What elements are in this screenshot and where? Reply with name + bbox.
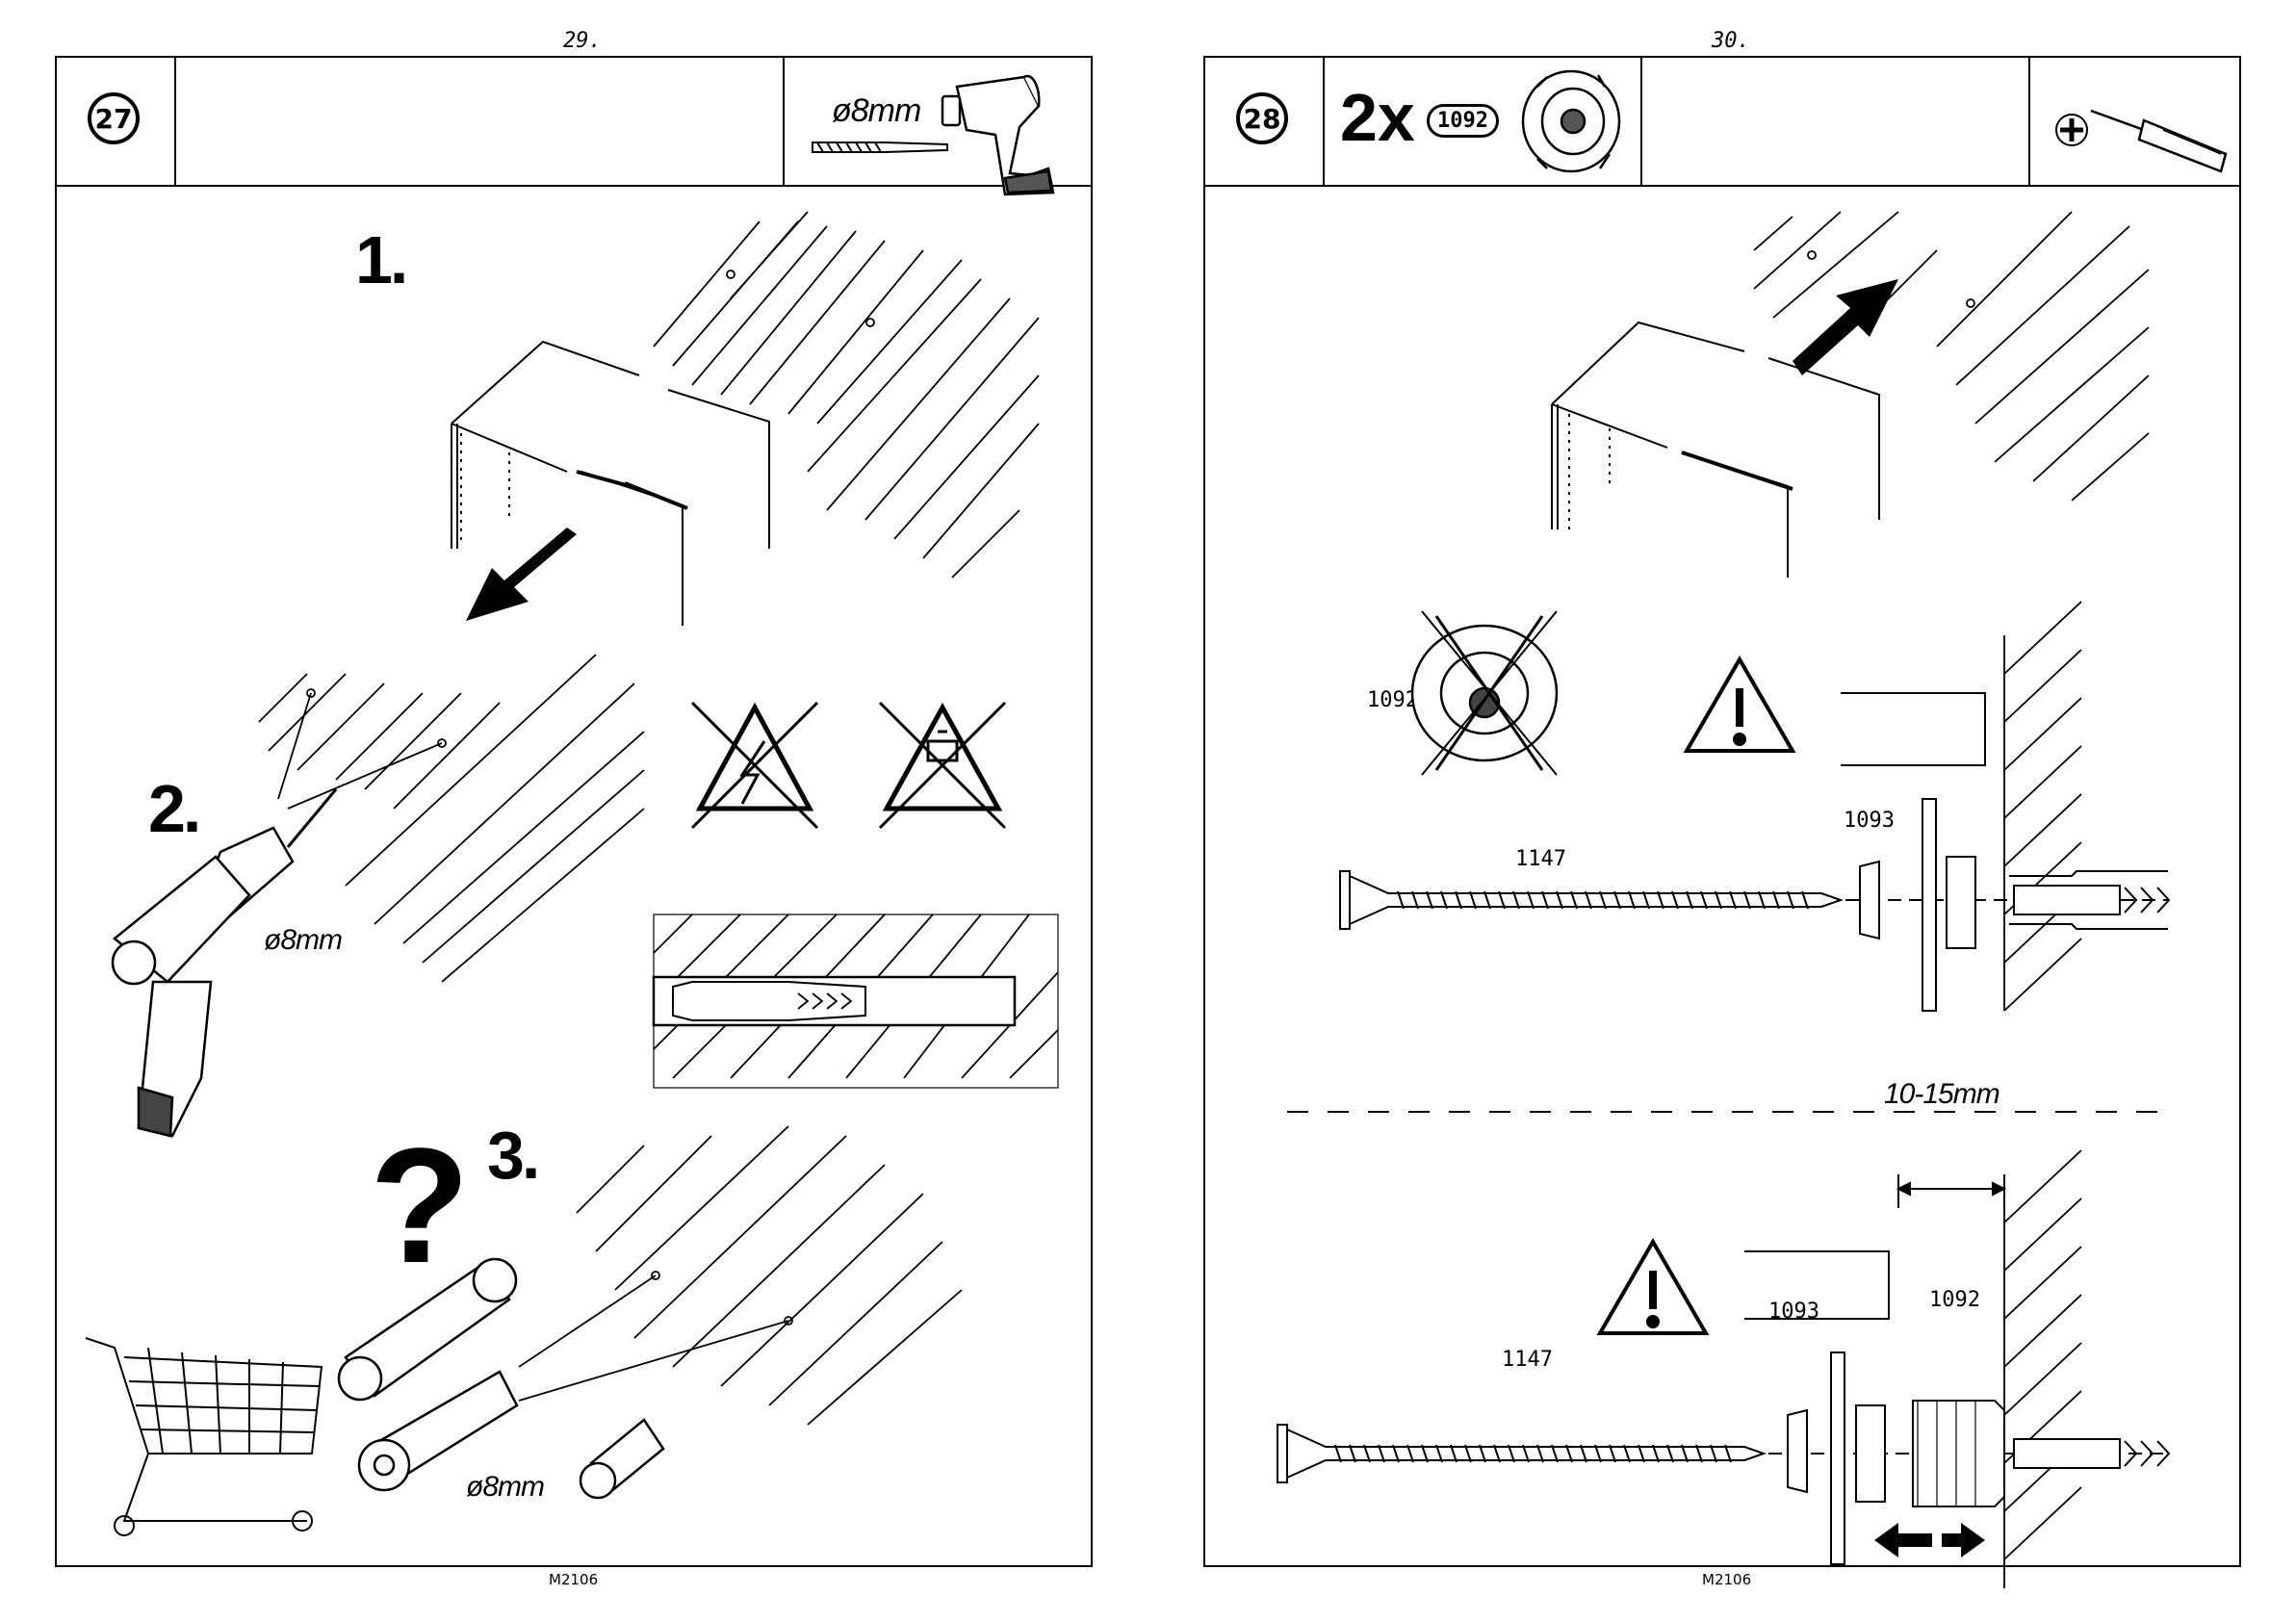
cabinet-illustration-2 [1552,322,1879,578]
shopping-cart-icon [86,1338,322,1535]
warning-icon [1600,1242,1706,1333]
spacer-nut-crossed-icon [1412,611,1557,775]
page-number-right: 30. [1712,29,1750,53]
wall-hatch-step2 [259,655,644,982]
screw-icon [1340,799,2169,1011]
warning-icon [1687,659,1793,751]
wall-plug-icon [339,1259,663,1498]
wall-hatch-mid [2004,602,2081,1011]
page-number-left: 29. [563,29,602,53]
left-illustrations [57,58,1095,1569]
footer-code-right: M2106 [1702,1571,1751,1588]
drill-icon [113,789,336,1136]
footer-code-left: M2106 [549,1571,598,1588]
right-illustrations [1205,58,2243,1569]
dimension-indicator [1898,1174,2004,1208]
screw-icon [1277,1352,2169,1564]
arrow-forward-icon [466,528,577,621]
wall-hatch-bottom [2004,1150,2081,1588]
instruction-page-29: 27 ø8mm 1. 2. ø8mm 3. ? ø8mm [55,56,1093,1567]
instruction-page-30: 28 2x 1092 1092 1147 1093 10-15m [1203,56,2241,1567]
adjust-arrows-icon [1874,1523,1985,1558]
arrow-back-icon [1793,279,1898,375]
wall-hatch-step1 [654,212,1039,578]
drilled-hole-section [654,914,1058,1088]
electric-hazard-icon [692,703,817,828]
water-pipe-hazard-icon [880,703,1005,828]
wall-hatch-step3 [519,1126,962,1425]
